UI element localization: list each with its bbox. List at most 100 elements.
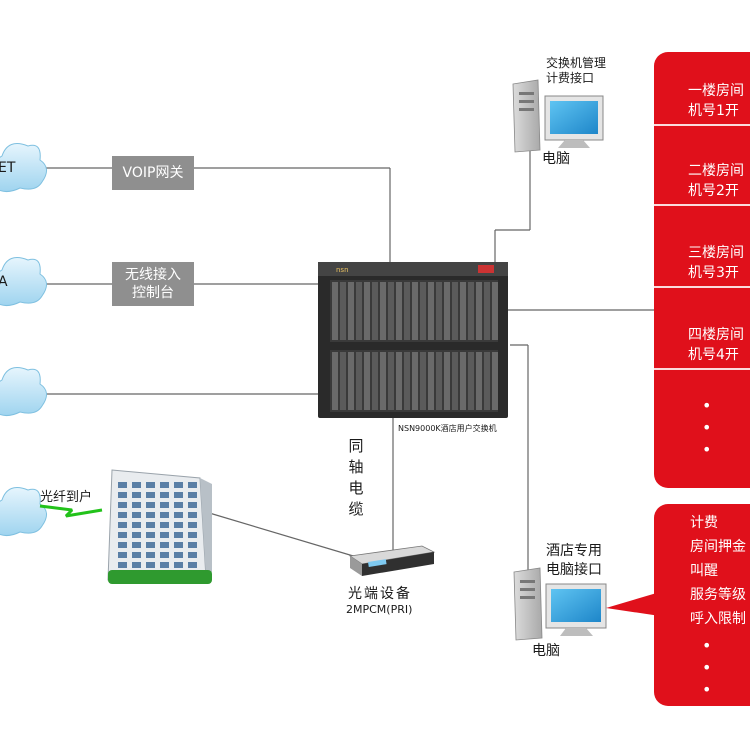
building-window (174, 482, 183, 488)
building-window (132, 482, 141, 488)
fiber-label: 光纤到户 (40, 490, 93, 505)
building-window (132, 522, 141, 528)
rack-card (460, 352, 466, 410)
rack-card (412, 282, 418, 340)
rack-card (436, 352, 442, 410)
rack-card (436, 282, 442, 340)
panel-divider (654, 204, 750, 206)
building-window (132, 562, 141, 568)
cloud-icon (0, 143, 47, 192)
rack-card (428, 282, 434, 340)
building-window (146, 502, 155, 508)
rack-card (420, 352, 426, 410)
rack-card (452, 352, 458, 410)
rack-card (348, 352, 354, 410)
fiber-lightning-icon (39, 504, 103, 518)
computer-icon (512, 79, 604, 153)
hotel-function-panel: 计费 房间押金 叫醒 服务等级 呼入限制 • • • (654, 504, 750, 706)
building-window (132, 532, 141, 538)
cloud-icon (0, 257, 47, 306)
voip-gateway-box: VOIP网关 (112, 156, 194, 190)
building-window (132, 502, 141, 508)
wireless-label-line1: 无线接入 (125, 267, 181, 283)
building-window (188, 552, 197, 558)
computer-icon (513, 567, 607, 641)
switch-rack-icon: nsn (318, 262, 508, 418)
ellipsis-dot: • (702, 418, 712, 437)
rack-card (404, 282, 410, 340)
rack-card (484, 352, 490, 410)
function-item: 房间押金 (690, 539, 746, 555)
building-window (146, 492, 155, 498)
ellipsis-dot: • (702, 636, 712, 655)
building-window (188, 512, 197, 518)
building-window (146, 482, 155, 488)
rack-card (372, 352, 378, 410)
pc-bottom-note: 酒店专用 电脑接口 (546, 543, 602, 578)
rack-card (420, 282, 426, 340)
floor-item-line2: 机号4开 (688, 347, 739, 363)
rack-card (444, 282, 450, 340)
building-window (146, 552, 155, 558)
building-icon (107, 469, 212, 584)
building-window (160, 512, 169, 518)
building-window (188, 502, 197, 508)
building-window (146, 532, 155, 538)
building-window (160, 562, 169, 568)
building-window (160, 532, 169, 538)
building-window (188, 542, 197, 548)
pc-top-label: 电脑 (542, 151, 570, 167)
building-window (146, 512, 155, 518)
building-window (188, 492, 197, 498)
building-window (160, 502, 169, 508)
floor-item-line2: 机号3开 (688, 265, 739, 281)
building-window (118, 552, 127, 558)
function-item: 服务等级 (690, 587, 746, 603)
switch-caption: NSN9000K酒店用户交换机 (398, 424, 497, 433)
building-window (174, 552, 183, 558)
building-window (146, 522, 155, 528)
function-item: 计费 (690, 515, 718, 531)
cloud-icon (0, 367, 47, 416)
rack-card (388, 282, 394, 340)
cloud-label: A (0, 274, 8, 290)
building-window (174, 492, 183, 498)
rack-card (484, 282, 490, 340)
building-window (118, 562, 127, 568)
rack-card (452, 282, 458, 340)
building-window (118, 542, 127, 548)
rack-card (476, 352, 482, 410)
rack-card (332, 282, 338, 340)
building-window (118, 492, 127, 498)
rack-card (492, 352, 498, 410)
ellipsis-dot: • (702, 680, 712, 699)
rack-card (460, 282, 466, 340)
floor-item-line1: 三楼房间 (688, 245, 744, 261)
rack-card (348, 282, 354, 340)
switch-brand: nsn (336, 266, 349, 274)
optical-model: 2MPCM(PRI) (346, 603, 413, 616)
rack-card (356, 352, 362, 410)
rack-card (372, 282, 378, 340)
building-window (118, 502, 127, 508)
pc-top-note: 交换机管理 计费接口 (546, 56, 607, 85)
building-window (174, 542, 183, 548)
building-window (132, 552, 141, 558)
building-window (174, 532, 183, 538)
building-window (174, 522, 183, 528)
building-window (160, 542, 169, 548)
building-window (132, 492, 141, 498)
building-window (118, 482, 127, 488)
rack-card (492, 282, 498, 340)
floor-room-panel: 一楼房间 机号1开 二楼房间 机号2开 三楼房间 机号3开 四楼房间 机号4开 … (654, 52, 750, 488)
floor-item-line2: 机号2开 (688, 183, 739, 199)
ellipsis-dot: • (702, 440, 712, 459)
floor-item-line1: 一楼房间 (688, 83, 744, 99)
rack-card (340, 282, 346, 340)
ellipsis-dot: • (702, 658, 712, 677)
pc-bottom-label: 电脑 (532, 643, 560, 659)
building-window (188, 482, 197, 488)
building-window (132, 512, 141, 518)
